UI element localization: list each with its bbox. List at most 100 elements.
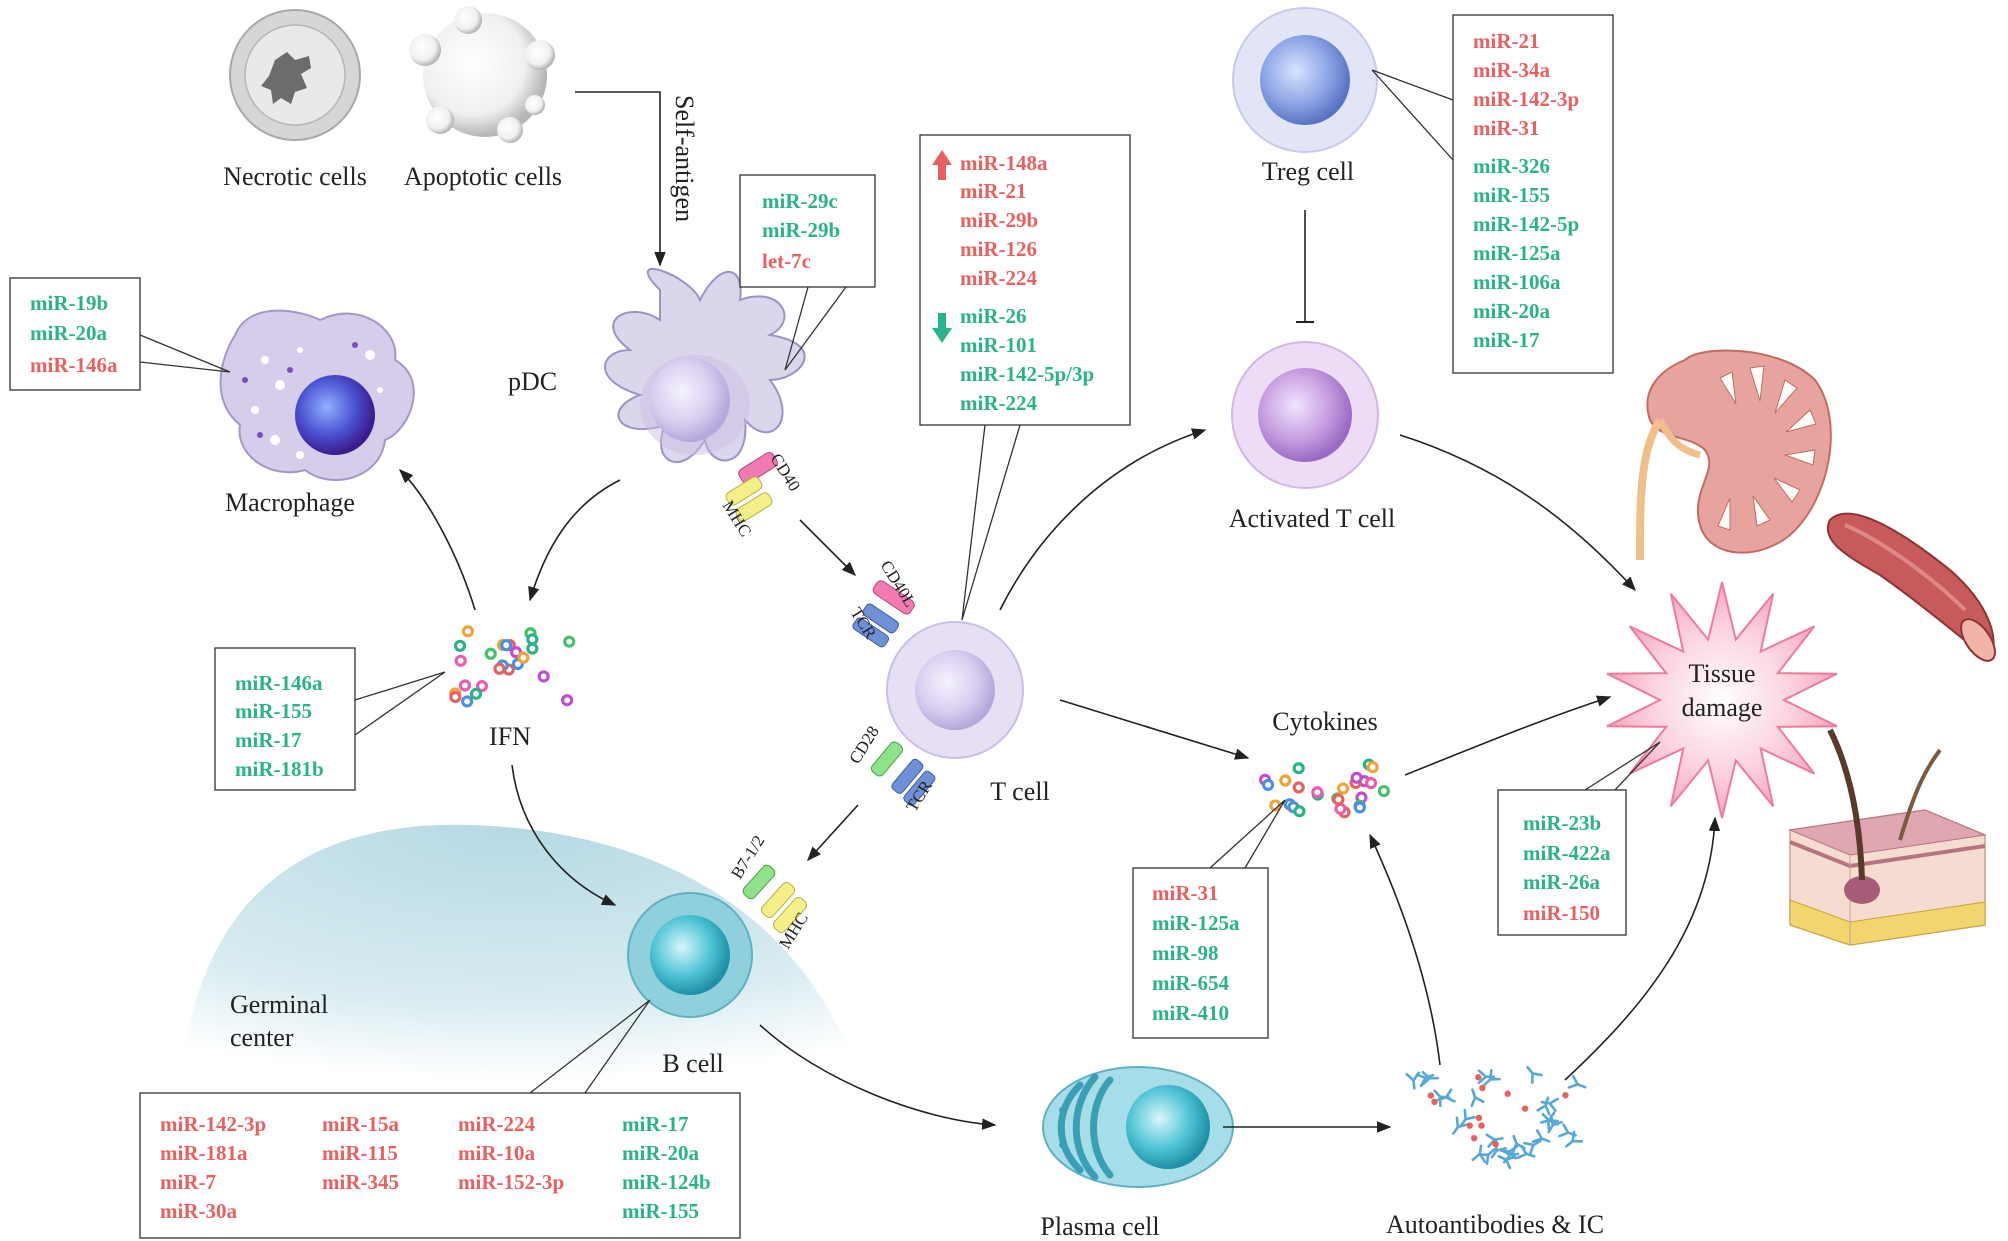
cytokines-mirna-list: miR-31 miR-125a miR-98 miR-654 miR-410 [1152,881,1240,1025]
mirna-item: miR-146a [30,353,118,377]
immune-complex-dot [1478,1122,1485,1129]
tcell-box-leader [961,424,1021,621]
macrophage-label: Macrophage [225,488,355,517]
immune-complex-dot [1427,1092,1435,1099]
t-cell [886,621,1024,759]
mirna-item: miR-422a [1523,841,1611,865]
macrophage-cell [219,309,415,481]
mirna-item: miR-181b [235,757,324,781]
mhc-receptor-b [760,882,808,933]
particle-dot [1292,762,1305,775]
cytokines-mirna-box [1132,867,1269,1039]
tissue-mirna-list: miR-23b miR-422a miR-26a miR-150 [1523,811,1611,925]
blood-vessel-illustration [1827,512,1996,662]
mirna-item: miR-142-3p [1473,87,1579,111]
antibody-glyph [1531,1129,1551,1144]
particle-dot [1334,802,1347,815]
tissue-box-leader [1584,741,1661,791]
up-arrow-icon [932,150,952,180]
treg-mirna-list: miR-21miR-34amiR-142-3pmiR-31miR-326miR-… [1473,29,1579,352]
germinal-label-1: Germinal [230,990,328,1019]
immune-complex-dot [1431,1098,1438,1106]
down-arrow-icon [932,313,952,343]
mirna-item: miR-142-5p [1473,212,1579,236]
particle-dot [1377,784,1390,798]
mirna-item: miR-20a [622,1141,699,1165]
antibody-glyph [1523,1139,1542,1155]
mirna-item: miR-19b [30,291,108,315]
particle-dot [453,639,467,652]
antibody-glyph [1558,1123,1578,1138]
mirna-item: miR-142-5p/3p [960,362,1094,386]
autoantibodies-label: Autoantibodies & IC [1386,1210,1604,1239]
mirna-item: miR-224 [458,1112,535,1136]
mirna-item: miR-115 [322,1141,398,1165]
mirna-item: miR-224 [960,266,1037,290]
cd28-receptor [870,741,904,777]
autoab-to-tissue-arrow [1564,816,1721,1081]
mirna-item: miR-345 [322,1170,399,1194]
particle-dot [1364,776,1378,790]
ifn-to-bcell-arrow [511,764,617,906]
pdc-mirna-list: miR-29c miR-29b let-7c [762,189,840,273]
mirna-item: miR-150 [1523,901,1600,925]
mirna-item: miR-15a [322,1112,399,1136]
pdc-to-tcell-arrow [799,519,857,577]
treg-cell [1232,7,1378,153]
mirna-item: miR-7 [160,1170,216,1194]
necrotic-cell [229,9,361,141]
mirna-item: miR-126 [960,237,1037,261]
self-antigen-arrow [575,91,666,267]
mirna-item: miR-21 [1473,29,1540,53]
tcr-receptor-2 [891,758,936,806]
immune-complex-dot [1475,1114,1483,1122]
macrophage-mirna-list: miR-19b miR-20a miR-146a [30,291,118,377]
mirna-item: miR-152-3p [458,1170,564,1194]
immune-complex-dot [1475,1074,1482,1081]
mirna-item: miR-10a [458,1141,535,1165]
antibody-glyph [1526,1065,1543,1084]
bcell-to-plasma-arrow [759,1024,997,1130]
ifn-mirna-list: miR-146a miR-155 miR-17 miR-181b [235,671,324,781]
tcell-to-activated-arrow [999,428,1207,611]
particle-dot [1353,801,1366,814]
antibody-glyph [1433,1089,1451,1108]
immune-complex-dot [1562,1092,1569,1099]
particle-dot [560,694,574,707]
autoab-to-cytokines-arrow [1369,833,1441,1066]
bcell-mirna-box [139,1092,741,1239]
mirna-item: miR-181a [160,1141,248,1165]
particle-dot [454,654,467,667]
mirna-item: miR-31 [1152,881,1219,905]
activated-t-cell-label: Activated T cell [1229,504,1396,533]
cd40-label: CD40 [767,450,805,495]
b-cell-label: B cell [662,1049,723,1078]
mirna-item: miR-31 [1473,116,1540,140]
cytokines-label: Cytokines [1272,707,1377,736]
mirna-item: miR-155 [235,699,312,723]
tcell-to-bcell-arrow [807,804,859,862]
plasma-cell-label: Plasma cell [1040,1212,1159,1241]
particle-dot [500,639,513,652]
tissue-damage-star [1606,581,1838,819]
antibody-glyph [1540,1097,1560,1112]
particle-dot [1292,781,1305,794]
apoptotic-cell [409,6,555,143]
b7-receptor [742,864,776,900]
treg-mirna-box [1452,14,1614,374]
tcell-to-cytokines-arrow [1059,699,1250,760]
antibody-glyph [1452,1116,1469,1135]
ifn-box-leader [354,671,446,736]
particle-dot [1311,786,1324,799]
ifn-particles [449,625,576,708]
mirna-item: miR-146a [235,671,323,695]
particle-dot [484,647,497,660]
particle-dot [458,679,472,692]
mirna-item: miR-142-3p [160,1112,266,1136]
cd40-receptor [738,452,778,484]
mirna-item: miR-17 [622,1112,689,1136]
necrotic-cells-label: Necrotic cells [223,162,367,191]
mirna-item: miR-125a [1473,241,1561,265]
pdc-to-ifn-arrow [528,479,621,602]
mirna-item: miR-23b [1523,811,1601,835]
